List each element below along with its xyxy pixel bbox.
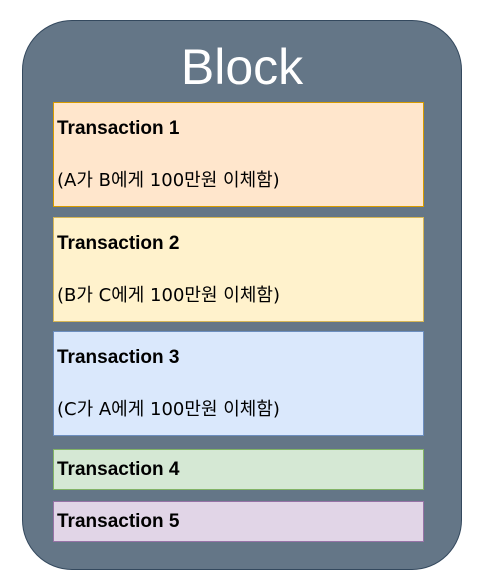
transaction-box-2: Transaction 2 (B가 C에게 100만원 이체함) [53,217,424,322]
transaction-title: Transaction 3 [57,347,180,368]
transaction-title: Transaction 5 [57,511,180,532]
transaction-description: (A가 B에게 100만원 이체함) [57,170,280,191]
transaction-title: Transaction 4 [57,459,180,480]
transaction-title: Transaction 2 [57,233,180,254]
block-title: Block [180,39,304,95]
transaction-box-1: Transaction 1 (A가 B에게 100만원 이체함) [53,102,424,207]
transaction-box-3: Transaction 3 (C가 A에게 100만원 이체함) [53,331,424,436]
transaction-box-5: Transaction 5 [53,501,424,542]
transaction-title: Transaction 1 [57,118,180,139]
transaction-description: (B가 C에게 100만원 이체함) [57,285,280,306]
transaction-box-4: Transaction 4 [53,449,424,490]
transaction-description: (C가 A에게 100만원 이체함) [57,399,280,420]
